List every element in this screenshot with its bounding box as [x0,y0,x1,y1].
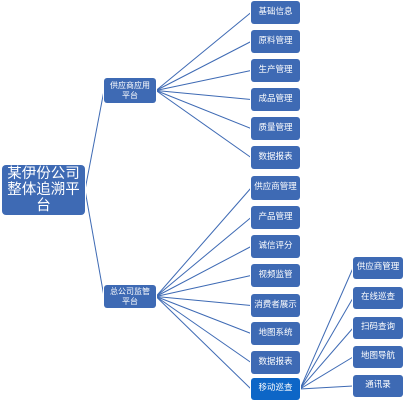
leaf-node-video-monitoring[interactable]: 视频监管 [251,264,300,287]
sub-node-supplier-management[interactable]: 供应商管理 [353,257,403,279]
connector-hq-to-mobile-inspection [155,296,252,390]
connector-hq-to-supplier-management [155,187,252,297]
connector-supplier-to-basic-info [155,12,252,91]
sub-node-online-inspection[interactable]: 在线巡查 [353,287,403,309]
leaf-node-product-management[interactable]: 产品管理 [251,206,300,229]
connector-supplier-to-data-report-supplier [155,90,252,158]
leaf-node-data-report-hq[interactable]: 数据报表 [251,351,300,374]
connector-hq-to-video-monitoring [155,275,252,297]
connector-mobile-to-contacts [299,385,354,390]
leaf-node-map-system[interactable]: 地图系统 [251,322,300,345]
leaf-node-supplier-management[interactable]: 供应商管理 [251,176,300,200]
connector-root-to-hq-platform [84,189,105,297]
connector-supplier-to-finished-goods [155,90,252,100]
connector-mobile-to-supplier-management [299,267,354,390]
connector-hq-to-data-report-hq [155,296,252,363]
connector-hq-to-integrity-score [155,246,252,297]
group-node-hq-platform[interactable]: 总公司监管 平台 [104,285,156,308]
leaf-node-mobile-inspection[interactable]: 移动巡查 [251,378,300,400]
group-node-supplier-platform[interactable]: 供应商应用 平台 [104,78,156,103]
sub-node-contacts[interactable]: 通讯录 [353,375,403,397]
sub-node-scan-query[interactable]: 扫码查询 [353,317,403,339]
leaf-node-raw-material[interactable]: 原料管理 [251,30,300,53]
root-node[interactable]: 某伊份公司 整体追溯平 台 [2,165,85,215]
connector-supplier-to-raw-material [155,41,252,91]
connector-mobile-to-scan-query [299,327,354,390]
leaf-node-quality[interactable]: 质量管理 [251,117,300,140]
leaf-node-finished-goods[interactable]: 成品管理 [251,88,300,111]
sub-node-map-navigation[interactable]: 地图导航 [353,346,403,368]
leaf-node-production[interactable]: 生产管理 [251,59,300,82]
leaf-node-data-report-supplier[interactable]: 数据报表 [251,146,300,169]
leaf-node-integrity-score[interactable]: 诚信评分 [251,235,300,258]
leaf-node-consumer-display[interactable]: 消费者展示 [251,294,300,317]
connector-hq-to-map-system [155,296,252,334]
connector-root-to-supplier-platform [84,90,105,191]
leaf-node-basic-info[interactable]: 基础信息 [251,1,300,24]
connector-hq-to-product-management [155,217,252,297]
connector-mobile-to-map-navigation [299,356,354,390]
connector-supplier-to-production [155,70,252,91]
connector-hq-to-consumer-display [155,296,252,306]
connector-supplier-to-quality [155,90,252,129]
connector-mobile-to-online-inspection [299,297,354,390]
